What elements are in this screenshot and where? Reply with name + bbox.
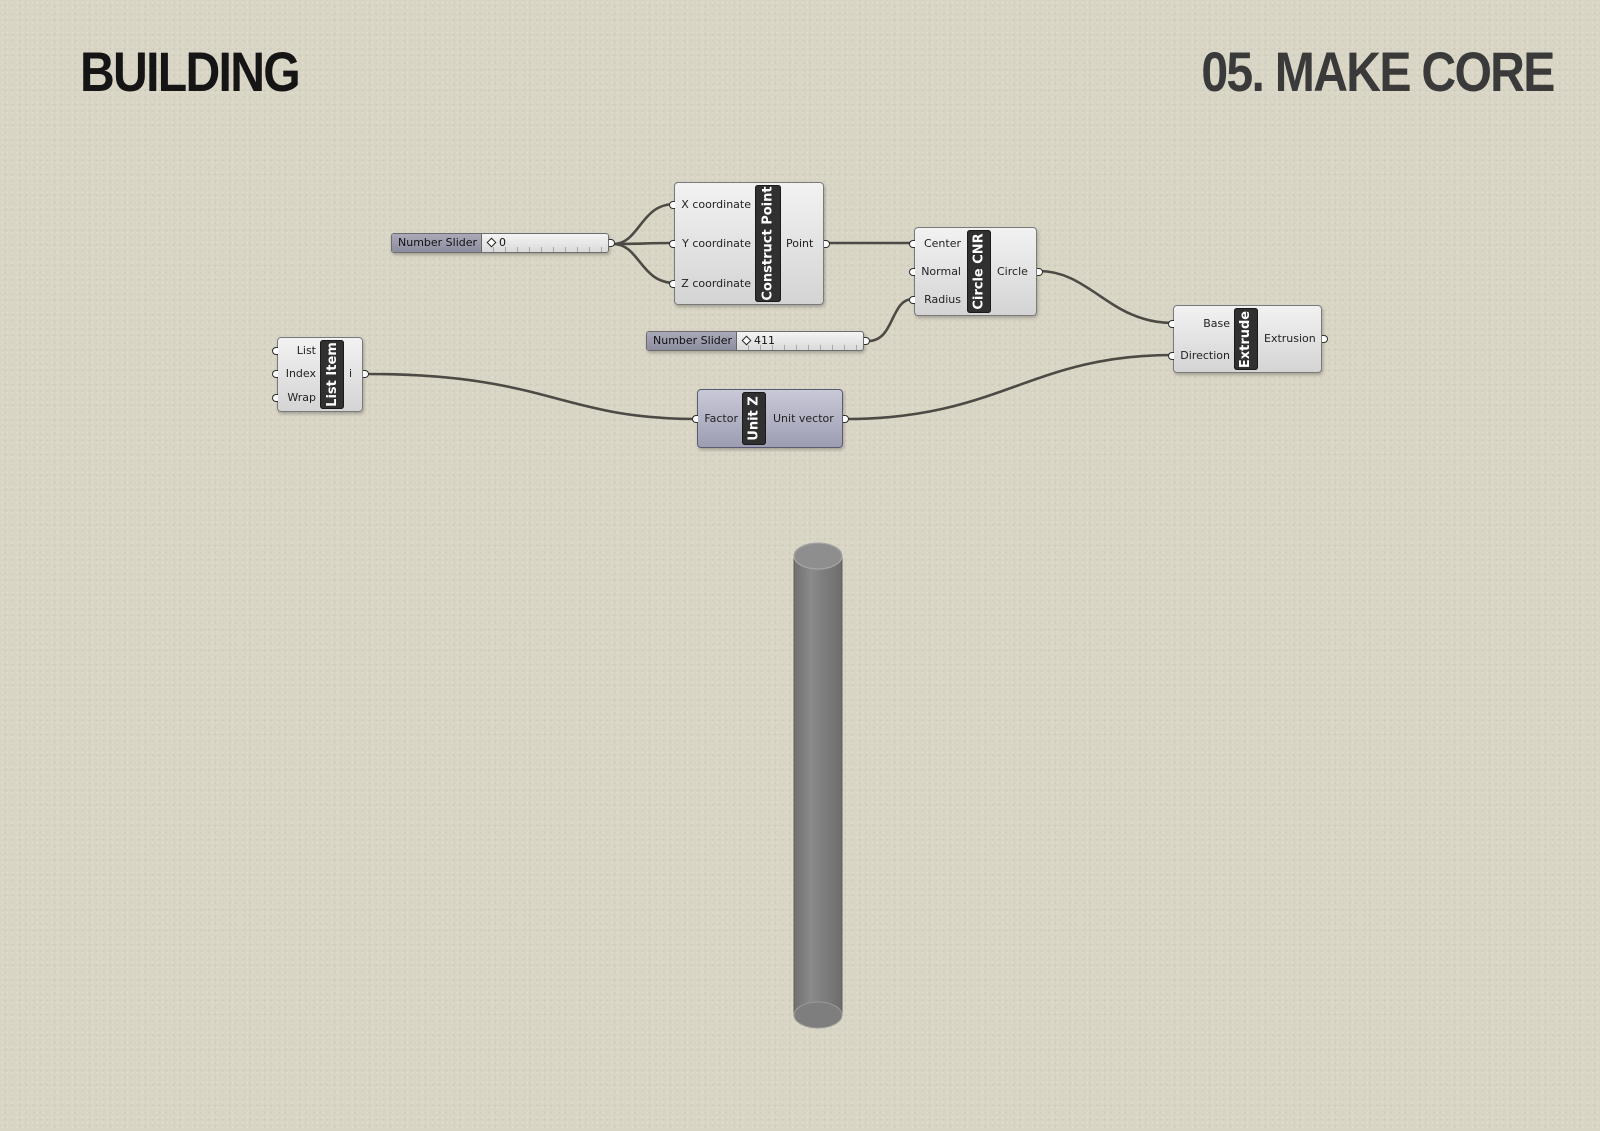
number-slider-xyz[interactable]: Number Slider 0 (391, 233, 615, 253)
component-name: Unit Z (746, 396, 762, 441)
component-label: Extrude (1234, 308, 1258, 370)
wire-radius-slider-to-radius (866, 297, 915, 343)
input-base[interactable]: Base (1203, 317, 1230, 330)
component-label: List Item (320, 340, 344, 409)
port-circle-nub[interactable] (1037, 268, 1043, 276)
input-wrap[interactable]: Wrap (287, 391, 316, 404)
number-slider-radius[interactable]: Number Slider 411 (646, 331, 870, 351)
port-point-nub[interactable] (824, 240, 830, 248)
input-x-coordinate[interactable]: X coordinate (681, 198, 751, 211)
port-center-nub[interactable] (909, 240, 915, 248)
port-wrap-nub[interactable] (272, 394, 278, 402)
slider-track[interactable]: 0 (482, 234, 602, 252)
component-label: Circle CNR (967, 230, 991, 313)
wire-slider-to-x (611, 202, 677, 246)
output-point[interactable]: Point (786, 237, 814, 250)
step-title: 05. MAKE CORE (1201, 40, 1556, 103)
port-z-nub[interactable] (669, 280, 675, 288)
wire-listitem-to-factor (364, 372, 699, 421)
wire-unitvector-to-direction (844, 353, 1175, 421)
construct-point-component[interactable]: X coordinate Y coordinate Z coordinate C… (669, 182, 830, 305)
port-i-nub[interactable] (363, 370, 369, 378)
slider-grip-icon[interactable] (486, 237, 497, 248)
port-list-nub[interactable] (272, 347, 278, 355)
slider-label: Number Slider (392, 234, 482, 252)
port-x-nub[interactable] (669, 201, 675, 209)
slider-grip-icon[interactable] (741, 335, 752, 346)
port-y-nub[interactable] (669, 240, 675, 248)
slider-value: 0 (499, 236, 506, 249)
port-base-nub[interactable] (1168, 320, 1174, 328)
component-name: Construct Point (760, 186, 776, 301)
component-name: Extrude (1238, 310, 1254, 368)
port-direction-nub[interactable] (1168, 352, 1174, 360)
input-radius[interactable]: Radius (924, 293, 961, 306)
component-name: List Item (324, 342, 340, 407)
slider-output-port[interactable] (864, 337, 870, 345)
output-unit-vector[interactable]: Unit vector (773, 412, 834, 425)
component-label: Unit Z (742, 392, 766, 445)
wire-circle-to-base (1037, 269, 1175, 325)
input-direction[interactable]: Direction (1180, 349, 1230, 362)
port-factor-nub[interactable] (692, 415, 698, 423)
slider-output-port[interactable] (609, 239, 615, 247)
port-index-nub[interactable] (272, 370, 278, 378)
wire-slider-to-y (611, 241, 677, 246)
input-y-coordinate[interactable]: Y coordinate (682, 237, 751, 250)
port-normal-nub[interactable] (909, 268, 915, 276)
component-label: Construct Point (755, 185, 781, 302)
wire-slider-to-z (611, 242, 677, 285)
output-extrusion[interactable]: Extrusion (1264, 332, 1316, 345)
unit-z-component[interactable]: Factor Unit Z Unit vector (692, 389, 849, 448)
output-circle[interactable]: Circle (997, 265, 1028, 278)
input-z-coordinate[interactable]: Z coordinate (681, 277, 751, 290)
page-title: BUILDING (80, 40, 301, 103)
port-extrusion-nub[interactable] (1322, 335, 1328, 343)
input-list[interactable]: List (296, 344, 316, 357)
input-index[interactable]: Index (285, 367, 316, 380)
circle-cnr-component[interactable]: Center Normal Radius Circle CNR Circle (909, 227, 1043, 316)
component-name: Circle CNR (971, 233, 987, 310)
port-unit-vector-nub[interactable] (843, 415, 849, 423)
slider-label: Number Slider (647, 332, 737, 350)
extrude-component[interactable]: Base Direction Extrude Extrusion (1168, 305, 1328, 373)
input-center[interactable]: Center (923, 237, 961, 250)
slider-value: 411 (754, 334, 775, 347)
input-normal[interactable]: Normal (921, 265, 961, 278)
input-factor[interactable]: Factor (704, 412, 738, 425)
port-radius-nub[interactable] (909, 296, 915, 304)
list-item-component[interactable]: List Index Wrap List Item i (272, 337, 369, 412)
output-i[interactable]: i (349, 367, 353, 380)
slider-track[interactable]: 411 (737, 332, 857, 350)
